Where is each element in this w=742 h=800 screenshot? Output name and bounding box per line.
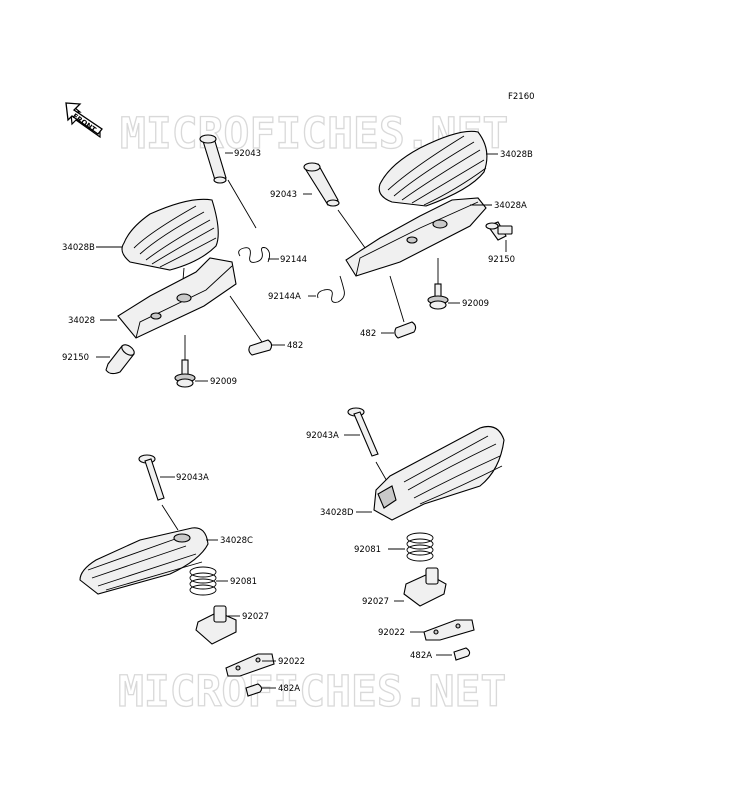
clip-482A-left (245, 683, 263, 697)
label-92022-right: 92022 (378, 628, 405, 638)
label-92150-left: 92150 (62, 353, 89, 363)
label-92022-left: 92022 (278, 657, 305, 667)
footpeg-34028D (373, 425, 505, 521)
footpeg-34028C (79, 527, 209, 595)
label-482A-left: 482A (278, 684, 300, 694)
label-92043-right: 92043 (270, 190, 297, 200)
label-92009-left: 92009 (210, 377, 237, 387)
label-34028D: 34028D (320, 508, 354, 518)
footpeg-bracket-34028 (117, 257, 237, 339)
clip-482-left (248, 339, 273, 356)
label-482-left: 482 (287, 341, 303, 351)
plate-92022-left (225, 653, 275, 677)
bolt-92009-right (427, 283, 449, 310)
label-34028A: 34028A (494, 201, 527, 211)
spring-92144 (238, 247, 271, 263)
label-34028: 34028 (68, 316, 95, 326)
label-92081-right: 92081 (354, 545, 381, 555)
label-482-right: 482 (360, 329, 376, 339)
stopper-92150-right (485, 221, 513, 241)
watermark-top: MICROFICHES.NET (120, 109, 508, 159)
label-92144: 92144 (280, 255, 307, 265)
label-34028B-right: 34028B (500, 150, 533, 160)
watermark-bottom: MICROFICHES.NET (118, 667, 506, 717)
pin-92043-top (199, 134, 227, 184)
pin-92043A-left (138, 454, 165, 501)
front-arrow-icon: FRONT (65, 102, 103, 139)
stopper-92150-left (105, 344, 135, 375)
label-92009-right: 92009 (462, 299, 489, 309)
footpeg-rubber-34028B-left (121, 198, 219, 271)
label-92043A-right: 92043A (306, 431, 339, 441)
label-92081-left: 92081 (230, 577, 257, 587)
plate-92022-right (423, 619, 475, 641)
label-34028C: 34028C (220, 536, 253, 546)
spring-92144A (317, 275, 345, 303)
figure-code: F2160 (508, 92, 535, 102)
label-92144A: 92144A (268, 292, 301, 302)
label-92027-left: 92027 (242, 612, 269, 622)
pin-92043-right (303, 162, 340, 207)
label-92043-top: 92043 (234, 149, 261, 159)
detent-92027-left (195, 605, 237, 645)
label-92043A-left: 92043A (176, 473, 209, 483)
pin-92043A-right (347, 407, 379, 457)
footpeg-rubber-34028B-right (378, 130, 488, 207)
label-92027-right: 92027 (362, 597, 389, 607)
label-34028B-left: 34028B (62, 243, 95, 253)
label-92150-right: 92150 (488, 255, 515, 265)
detent-92027-right (403, 567, 447, 607)
spring-92081-left (189, 566, 217, 596)
clip-482A-right (453, 647, 471, 661)
spring-92081-right (406, 532, 434, 562)
footpeg-bracket-34028A (345, 197, 487, 277)
bolt-92009-left (174, 359, 196, 388)
label-482A-right: 482A (410, 651, 432, 661)
clip-482-right (394, 321, 417, 339)
